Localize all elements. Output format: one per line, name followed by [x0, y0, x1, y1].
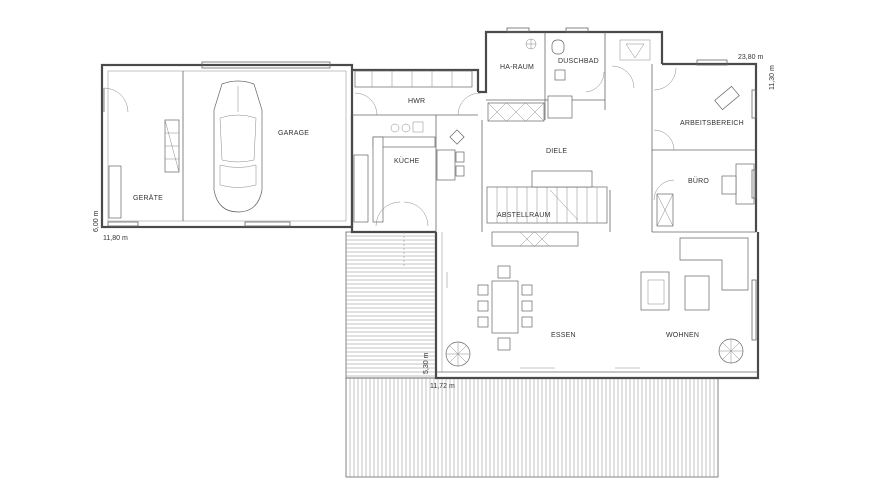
- room-label-wohnen: WOHNEN: [666, 332, 699, 339]
- room-label-buero: BÜRO: [688, 177, 709, 185]
- dimension-terrace-width: 11,72 m: [430, 383, 455, 390]
- room-label-garage: GARAGE: [278, 130, 309, 137]
- room-label-arbeitsbereich: ARBEITSBEREICH: [680, 120, 744, 127]
- plant-icon: [445, 341, 471, 367]
- dimension-garage-width: 11,80 m: [103, 235, 128, 242]
- room-label-diele: DIELE: [546, 148, 567, 155]
- dimension-main-width: 23,80 m: [738, 54, 763, 61]
- terrace-deck: [345, 231, 719, 478]
- living-block: [434, 232, 760, 380]
- room-label-geraete: GERÄTE: [133, 194, 163, 202]
- office-block: [651, 59, 758, 233]
- dimension-terrace-depth: 5,30 m: [423, 352, 430, 374]
- bath-block: [478, 27, 664, 120]
- dimension-main-depth: 11,30 m: [769, 65, 776, 90]
- room-label-ha-raum: HA-RAUM: [500, 64, 534, 71]
- plant-icon: [718, 338, 744, 364]
- car-icon: [213, 80, 263, 213]
- room-label-duschbad: DUSCHBAD: [558, 58, 599, 65]
- room-label-abstellraum: ABSTELLRAUM: [497, 212, 551, 219]
- dimension-garage-depth: 6,00 m: [93, 210, 100, 232]
- garage-block: [100, 61, 354, 229]
- hall-block: [481, 102, 611, 247]
- room-label-essen: ESSEN: [551, 332, 576, 339]
- room-label-hwr: HWR: [408, 98, 425, 105]
- stair-icon: [486, 170, 608, 224]
- room-label-kueche: KÜCHE: [394, 157, 420, 165]
- hwr-kitchen-block: [350, 68, 481, 268]
